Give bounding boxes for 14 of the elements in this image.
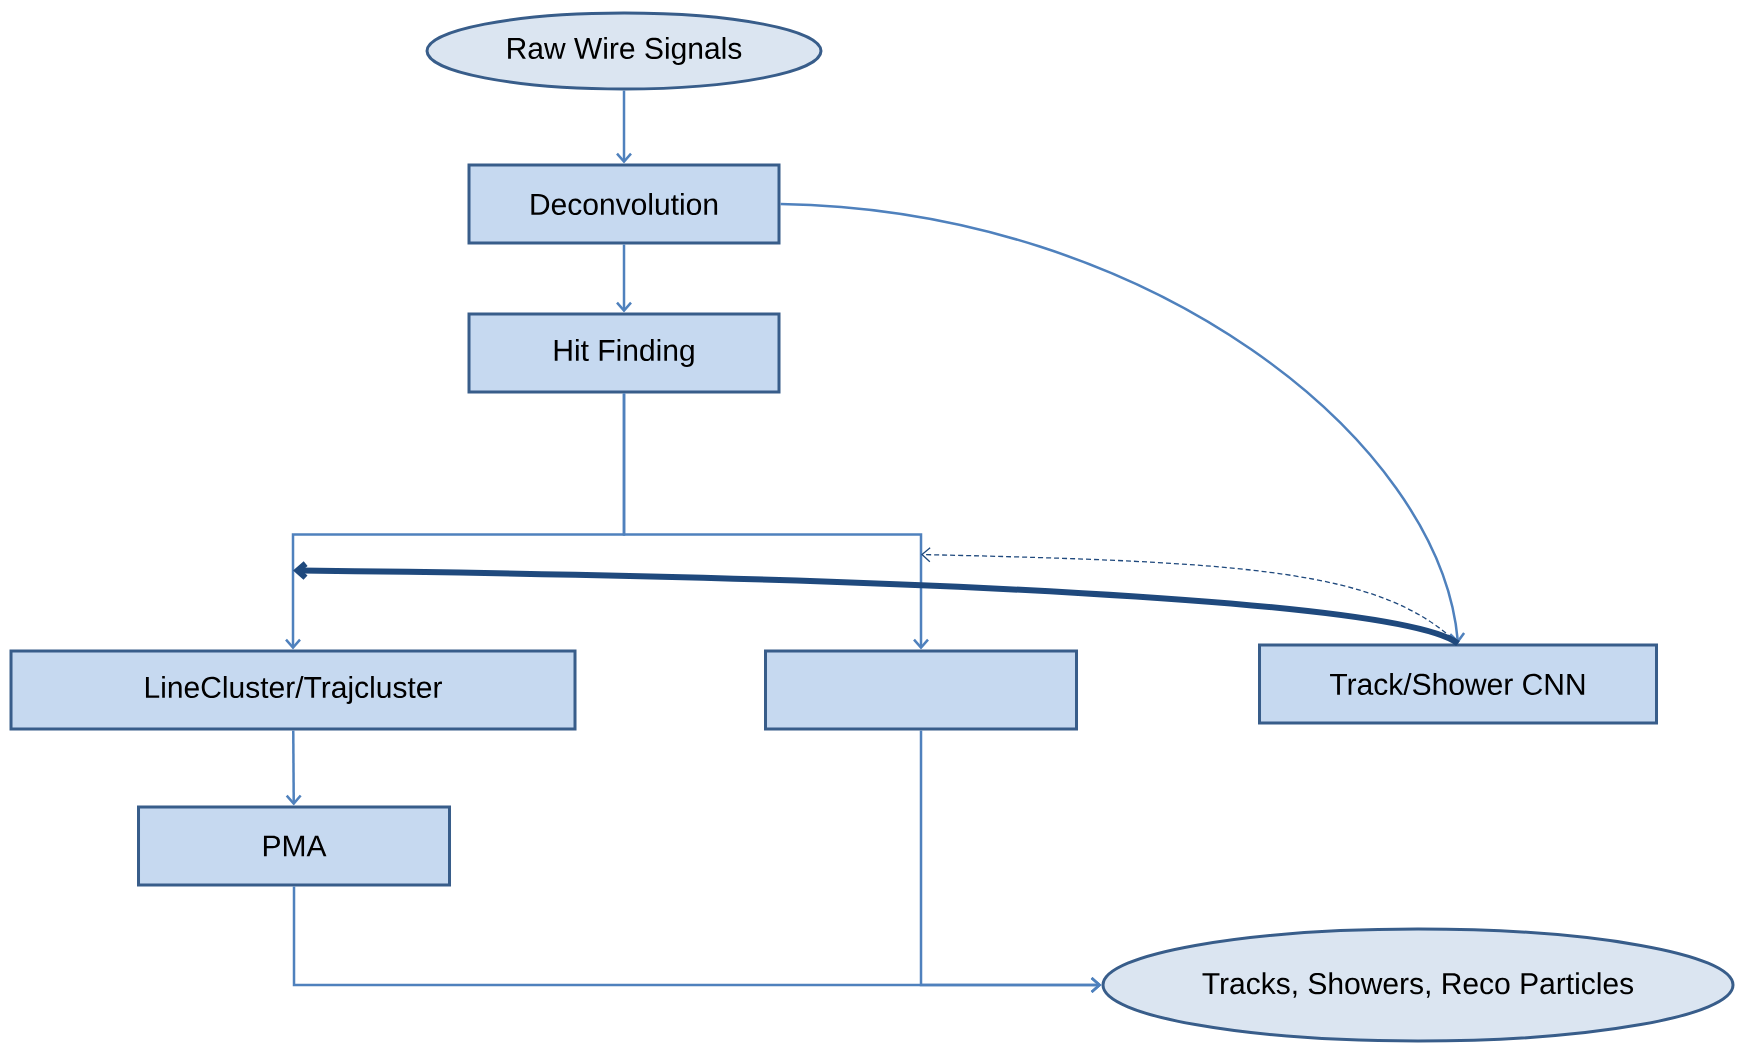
process-box <box>764 649 1078 731</box>
process-box: Hit Finding <box>467 312 781 394</box>
arrow <box>285 730 302 806</box>
arrow <box>622 393 929 650</box>
arrow <box>919 730 1102 993</box>
arrow <box>921 547 1459 645</box>
arrow <box>293 561 1460 647</box>
arrow <box>616 244 632 313</box>
arrow <box>780 202 1466 644</box>
arrow <box>616 90 632 164</box>
process-box: PMA <box>137 805 451 887</box>
process-box: Track/Shower CNN <box>1258 643 1658 725</box>
process-box: Deconvolution <box>467 163 781 245</box>
process-box: LineCluster/Trajcluster <box>9 649 577 731</box>
